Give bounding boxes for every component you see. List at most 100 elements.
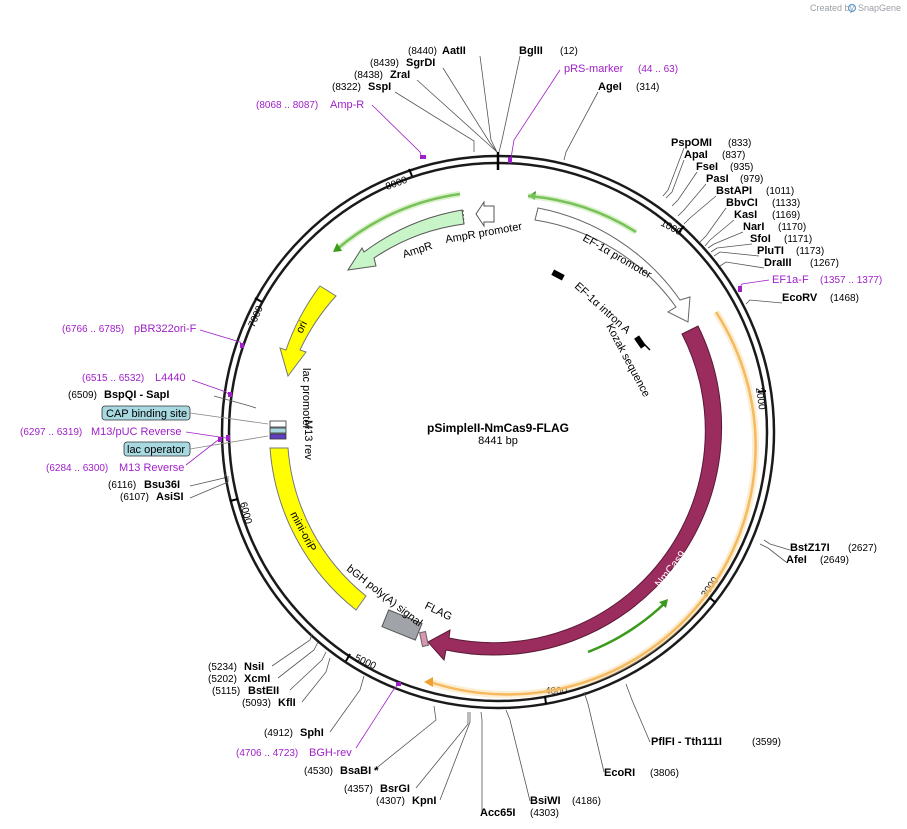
site-fsei[interactable]: FseI [696,161,718,173]
primer-marks [218,155,742,686]
site-pos-ecori: (3806) [650,768,679,779]
primer-prs-marker[interactable]: pRS-marker [564,63,624,75]
site-afei[interactable]: AfeI [786,554,807,566]
primer-m13-puc-reverse[interactable]: M13/pUC Reverse [91,426,181,438]
site-pos-sspi: (8322) [332,82,361,93]
site-pos-acc65i: (4303) [530,808,559,819]
site-pos-kasi: (1169) [772,210,800,221]
site-pos-fsei: (935) [730,162,753,173]
site-pos-afei: (2649) [820,555,849,566]
flag-feature[interactable] [419,630,429,648]
site-agei[interactable]: AgeI [598,81,622,93]
site-bbvci[interactable]: BbvCI [726,197,758,209]
site-pspomi[interactable]: PspOMI [671,137,712,149]
primer-range-ef1a-f: (1357 .. 1377) [820,275,882,286]
site-bsiwi[interactable]: BsiWI [530,795,561,807]
site-bstz17i[interactable]: BstZ17I [790,542,830,554]
inner-orf-arrow-icon [659,599,668,608]
tick-label-8000: 8000 [384,175,409,193]
site-pos-kpni: (4307) [376,796,405,807]
kozak-label: Kozak sequence [603,322,652,399]
primer-bgh-rev[interactable]: BGH-rev [309,747,352,759]
m13-rev-label: M13 rev [302,420,314,460]
site-pflfi-tth111i[interactable]: PflFI - Tth111I [651,736,722,748]
ori-feature[interactable] [279,285,337,378]
primer-range-amp-r: (8068 .. 8087) [256,100,318,111]
ampr-orf-arrow-icon [333,243,342,252]
enzyme-leader-lines [189,55,791,812]
cap-binding-site-box: CAP binding site [101,405,191,421]
site-pos-bglii: (12) [560,46,578,57]
site-pos-sfoi: (1171) [784,234,812,245]
site-pos-bsrgi: (4357) [344,784,373,795]
tick-label-4000: 4000 [545,686,568,697]
primer-m13-reverse[interactable]: M13 Reverse [119,462,184,474]
site-bglii[interactable]: BglII [519,45,543,57]
primer-range-pbr322ori-f: (6766 .. 6785) [62,324,124,335]
site-bsabi[interactable]: BsaBI * [340,765,379,777]
primer-range-m13-puc-reverse: (6297 .. 6319) [20,427,82,438]
site-xcmi[interactable]: XcmI [244,673,270,685]
site-pos-bstz17i: (2627) [848,543,877,554]
nmcas9-orf-line [429,311,757,696]
site-bsu36i[interactable]: Bsu36I [144,479,180,491]
primer-ef1a-f[interactable]: EF1a-F [772,274,809,286]
plasmid-name: pSimpleII-NmCas9-FLAG [427,421,569,435]
site-kfli[interactable]: KflI [278,697,296,709]
snapgene-logo-icon [847,3,857,13]
site-bspqi-sapi[interactable]: BspQI - SapI [104,389,169,401]
primer-pbr322ori-f[interactable]: pBR322ori-F [134,323,197,335]
site-pos-sphi: (4912) [264,728,293,739]
minioriP-feature[interactable] [269,447,367,611]
primer-l4440[interactable]: L4440 [155,372,186,384]
ampr-promoter-feature[interactable] [475,200,495,228]
site-zrai[interactable]: ZraI [390,69,410,81]
site-asisi[interactable]: AsiSI [156,491,184,503]
site-apai[interactable]: ApaI [684,149,708,161]
site-pos-bsteii: (5115) [212,686,240,697]
site-pos-pspomi: (833) [728,138,751,149]
svg-text:lac operator: lac operator [127,444,185,456]
site-pos-aatii: (8440) [408,46,437,57]
primer-range-bgh-rev: (4706 .. 4723) [236,748,298,759]
ampr-feature[interactable] [346,209,465,271]
site-pasi[interactable]: PasI [706,173,729,185]
site-pos-apai: (837) [722,150,745,161]
ef1a-promoter-feature[interactable] [534,207,691,323]
site-ecorv[interactable]: EcoRV [782,292,818,304]
site-sgrdi[interactable]: SgrDI [406,57,435,69]
site-sphi[interactable]: SphI [300,727,324,739]
site-kasi[interactable]: KasI [734,209,757,221]
bgh-polya-feature[interactable] [381,609,423,641]
site-pos-bstapi: (1011) [766,186,794,197]
site-sspi[interactable]: SspI [368,81,391,93]
site-pos-asisi: (6107) [120,492,149,503]
site-draiii[interactable]: DraIII [764,257,792,269]
site-bsrgi[interactable]: BsrGI [380,783,410,795]
lac-region-features [269,420,287,440]
site-bstapi[interactable]: BstAPI [716,185,752,197]
site-nsii[interactable]: NsiI [244,661,264,673]
primer-range-prs-marker: (44 .. 63) [638,64,678,75]
site-pos-kfli: (5093) [242,698,271,709]
plasmid-size: 8441 bp [478,435,518,447]
tick-label-7000: 7000 [247,304,266,329]
nmcas9-orf-arrow-icon [424,677,433,687]
site-bsteii[interactable]: BstEII [248,685,279,697]
site-pos-pasi: (979) [740,174,763,185]
ef1a-intron-feature [551,269,651,351]
site-ecori[interactable]: EcoRI [604,767,635,779]
lac-operator-box: lac operator [123,441,191,457]
site-pos-xcmi: (5202) [208,674,237,685]
site-pluti[interactable]: PluTI [757,245,784,257]
site-pos-pluti: (1173) [796,246,824,257]
site-acc65i[interactable]: Acc65I [480,807,515,819]
site-kpni[interactable]: KpnI [412,795,436,807]
site-nari[interactable]: NarI [743,221,764,233]
primer-amp-r[interactable]: Amp-R [330,99,364,111]
site-sfoi[interactable]: SfoI [750,233,771,245]
site-aatii[interactable]: AatII [442,45,466,57]
nmcas9-feature[interactable] [427,325,723,662]
tick-label-6000: 6000 [237,501,253,526]
